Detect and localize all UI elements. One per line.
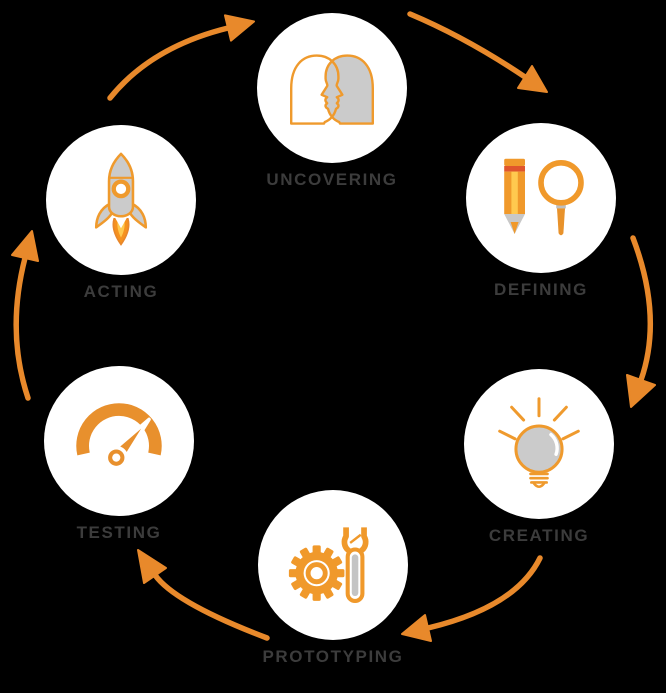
stage-label-defining: DEFINING <box>493 280 589 299</box>
stage-acting: ACTING <box>46 125 196 302</box>
stage-label-testing: TESTING <box>76 523 162 542</box>
arrow-acting-to-uncovering <box>107 14 255 101</box>
arrow-defining-to-creating <box>626 235 656 408</box>
arrow-testing-to-acting <box>11 230 39 401</box>
pencil-magnifier-icon <box>504 158 584 236</box>
stage-circle-uncovering <box>257 13 407 163</box>
stage-circle-defining <box>466 123 616 273</box>
stage-creating: CREATING <box>464 369 614 546</box>
arrow-prototyping-to-testing <box>137 549 270 641</box>
stage-circle-acting <box>46 125 196 275</box>
stage-label-creating: CREATING <box>488 526 590 545</box>
stage-label-prototyping: PROTOTYPING <box>262 647 404 666</box>
stage-uncovering: UNCOVERING <box>257 13 407 190</box>
stage-label-acting: ACTING <box>83 282 159 301</box>
arrow-uncovering-to-defining <box>407 11 548 93</box>
stage-circle-testing <box>44 366 194 516</box>
lightbulb-icon <box>498 397 580 488</box>
stage-testing: TESTING <box>44 366 194 543</box>
arrow-creating-to-prototyping <box>401 555 543 642</box>
two-heads-icon <box>290 54 374 125</box>
stage-circle-creating <box>464 369 614 519</box>
stage-label-uncovering: UNCOVERING <box>266 170 398 189</box>
gauge-icon <box>76 403 162 470</box>
gear-wrench-icon <box>288 527 369 603</box>
stage-prototyping: PROTOTYPING <box>258 490 408 667</box>
stage-defining: DEFINING <box>466 123 616 300</box>
rocket-icon <box>94 152 148 246</box>
stage-circle-prototyping <box>258 490 408 640</box>
